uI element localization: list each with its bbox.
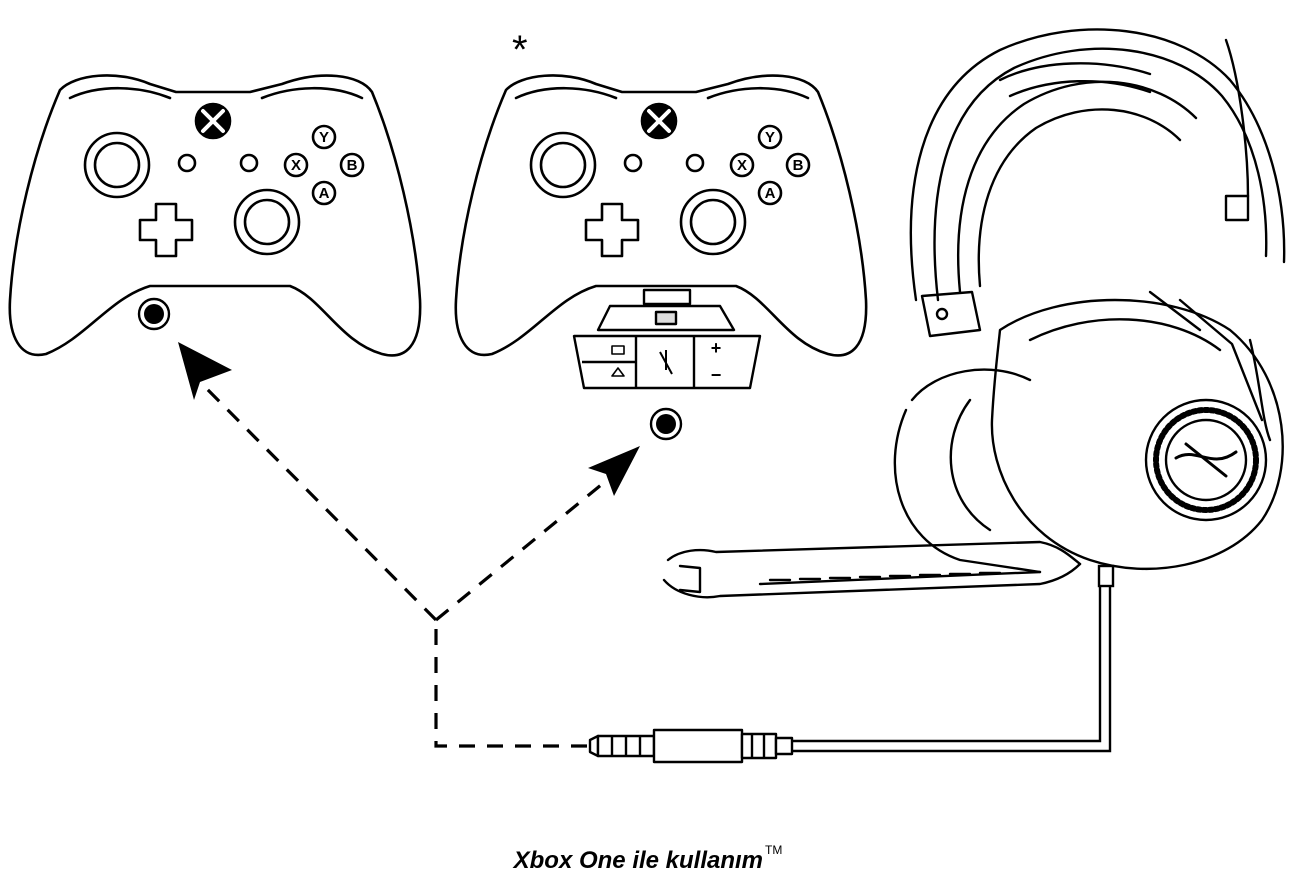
button-b-label-right: B xyxy=(793,157,804,174)
adapter-volume-up: + xyxy=(711,338,722,358)
button-a-label: A xyxy=(319,185,330,202)
button-x-label: X xyxy=(291,157,301,174)
controller-left-jack xyxy=(144,304,164,324)
cable-path-trunk xyxy=(434,620,587,748)
button-x-label-right: X xyxy=(737,157,747,174)
cable-path-right xyxy=(434,474,614,622)
stereo-headset-adapter-icon: + − xyxy=(572,288,762,441)
footnote-asterisk: * xyxy=(512,28,528,72)
connection-paths xyxy=(204,386,614,748)
button-a-label-right: A xyxy=(765,185,776,202)
arrow-left-icon xyxy=(178,342,232,400)
headset-cable xyxy=(792,564,1115,753)
arrow-right-icon xyxy=(588,446,640,496)
cable-path-left xyxy=(204,386,438,622)
plug-icon xyxy=(588,728,794,764)
hyperx-headset-icon xyxy=(662,28,1286,599)
button-y-label: Y xyxy=(319,129,329,146)
button-b-label: B xyxy=(347,157,358,174)
caption-text: Xbox One ile kullanım xyxy=(513,847,764,874)
adapter-jack xyxy=(656,414,676,434)
trademark-mark: TM xyxy=(765,843,783,857)
adapter-jack-ring xyxy=(649,407,683,441)
adapter-volume-down: − xyxy=(711,365,722,385)
controller-right-button-labels: Y X B A xyxy=(737,129,804,202)
controller-left-icon: Y X B A xyxy=(7,73,423,358)
controller-left-jack-ring xyxy=(137,297,171,331)
arrowheads xyxy=(178,342,640,496)
button-y-label-right: Y xyxy=(765,129,775,146)
